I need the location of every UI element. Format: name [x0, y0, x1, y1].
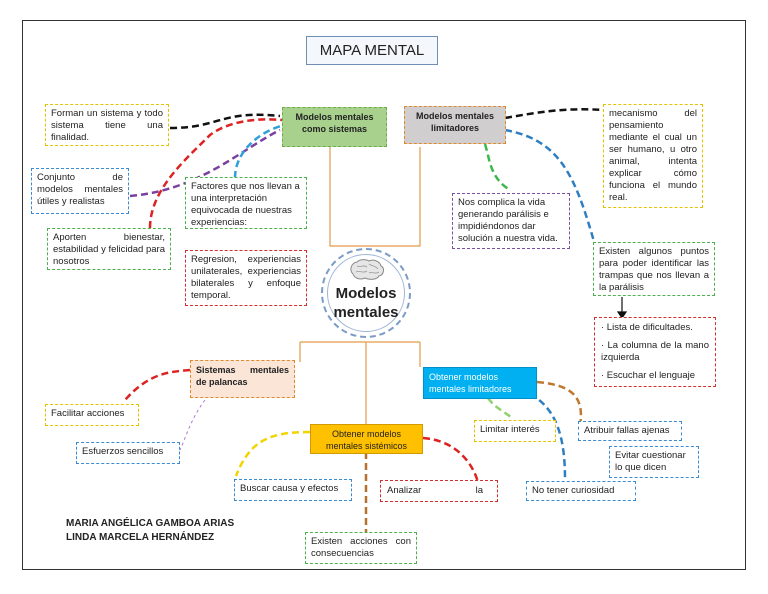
map-frame	[22, 20, 746, 570]
leaf-limitar: Limitar interés	[474, 420, 556, 442]
author-2: LINDA MARCELA HERNÁNDEZ	[66, 532, 215, 543]
leaf-facilitar: Facilitar acciones	[45, 404, 139, 426]
leaf-factores: Factores que nos llevan a una interpreta…	[185, 177, 307, 229]
author-1: MARIA ANGÉLICA GAMBOA ARIAS	[66, 518, 235, 529]
node-obtener-sistemicos: Obtener modelos mentales sistémicos	[310, 424, 423, 454]
leaf-aporten: Aporten bienestar, estabilidad y felicid…	[47, 228, 171, 270]
leaf-analizar: Analizar la	[380, 480, 498, 502]
node-modelos-sistemas: Modelos mentales como sistemas	[282, 107, 387, 147]
center-node: Modelos mentales	[321, 248, 411, 338]
leaf-atribuir: Atribuir fallas ajenas	[578, 421, 682, 441]
list-item-dificultades: · Lista de dificultades.	[601, 322, 693, 333]
authors: MARIA ANGÉLICA GAMBOA ARIAS LINDA MARCEL…	[66, 517, 234, 545]
center-label: Modelos mentales	[333, 285, 399, 321]
leaf-buscar: Buscar causa y efectos	[234, 479, 352, 501]
page-title: MAPA MENTAL	[306, 36, 438, 65]
leaf-esfuerzos: Esfuerzos sencillos	[76, 442, 180, 464]
node-modelos-limitadores: Modelos mentales limitadores	[404, 106, 506, 144]
brain-icon	[350, 259, 384, 280]
list-trampas: · Lista de dificultades. · La columna de…	[594, 317, 716, 387]
leaf-analizar-text: Analizar la	[387, 485, 483, 496]
leaf-complica: Nos complica la vida generando parálisis…	[452, 193, 570, 249]
leaf-existen-acciones: Existen acciones con consecuencias	[305, 532, 417, 564]
node-sistemas-palancas: Sistemas mentales de palancas	[190, 360, 295, 398]
leaf-conjunto: Conjunto de modelos mentales útiles y re…	[31, 168, 129, 214]
list-item-columna: · La columna de la mano izquierda	[601, 340, 709, 363]
leaf-existen-puntos: Existen algunos puntos para poder identi…	[593, 242, 715, 296]
leaf-forman: Forman un sistema y todo sistema tiene u…	[45, 104, 169, 146]
leaf-no-curiosidad: No tener curiosidad	[526, 481, 636, 501]
leaf-regresion: Regresion, experiencias unilaterales, ex…	[185, 250, 307, 306]
node-obtener-limitadores: Obtener modelos mentales limitadores	[423, 367, 537, 399]
leaf-evitar: Evitar cuestionar lo que dicen	[609, 446, 699, 478]
leaf-mecanismo: mecanismo del pensamiento mediante el cu…	[603, 104, 703, 208]
list-item-escuchar: · Escuchar el lenguaje	[601, 370, 695, 381]
